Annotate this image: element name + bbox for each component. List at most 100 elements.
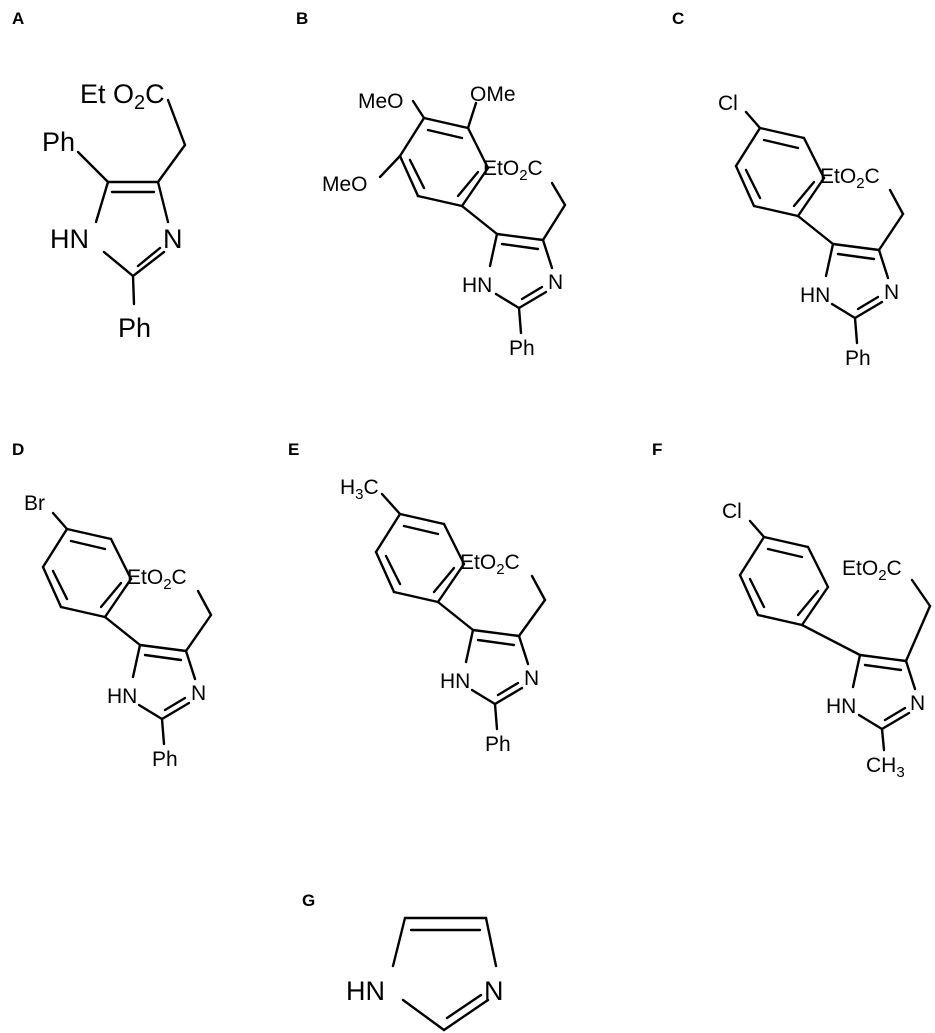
bond-c-c4-ch2 — [877, 212, 905, 252]
phenyl-label: Ph — [509, 337, 535, 360]
bond-b-ring-double — [456, 170, 480, 198]
bond-d-ring-double — [51, 569, 69, 601]
nh-label: HN — [462, 274, 492, 297]
panel-e: E H3C EtO2C HN N Ph — [288, 440, 547, 756]
bond-c-ring — [796, 176, 826, 218]
bond-e-aryl — [436, 600, 475, 632]
bond-e-ring — [442, 522, 466, 566]
bond-g-c4n3 — [484, 916, 498, 968]
bond-f-c4c5-double — [863, 663, 903, 672]
bond-a-c2-ph — [131, 274, 136, 306]
bond-c-ring-double — [744, 168, 762, 200]
bond-f-n1c2 — [857, 713, 884, 731]
nh-label: HN — [800, 284, 830, 307]
bond-d-c4c5-double — [143, 653, 183, 662]
bond-a-c4-ch2 — [156, 143, 187, 184]
ester-label: Et O2C — [80, 79, 165, 114]
bond-e-c2n3-double — [496, 681, 520, 697]
bond-b-c4-ch2 — [541, 203, 567, 242]
methoxy-label: OMe — [470, 83, 516, 106]
bond-e-c4c5-double — [476, 638, 516, 647]
bond-a-c5n1 — [94, 180, 110, 224]
bond-b-ch2-ester — [550, 181, 567, 207]
bond-e-c5n1 — [464, 628, 475, 664]
bond-d-c2-ph — [160, 717, 166, 746]
n-label: N — [163, 224, 183, 254]
bond-d-c2n3-double — [163, 696, 187, 712]
panel-label-g: G — [302, 891, 315, 910]
bond-b-ring — [398, 116, 426, 158]
ester-label: EtO2C — [460, 551, 520, 578]
nh-label: HN — [50, 224, 89, 254]
methyl-label: H3C — [340, 476, 379, 503]
bond-f-c2n3-double — [883, 706, 907, 722]
panel-a: A Et O2C Ph HN N Ph — [12, 9, 187, 343]
bond-b-ring — [466, 126, 490, 170]
bond-d-c5n1 — [131, 643, 142, 679]
bond-c-c2n3-double — [856, 295, 880, 311]
bond-e-c4c5 — [471, 628, 521, 638]
bond-g-c2n3 — [442, 998, 490, 1032]
bond-f-c4c5 — [858, 653, 908, 663]
bond-c-c4c5 — [831, 242, 881, 252]
bond-d-c4n3 — [184, 649, 197, 681]
bond-c-c4c5-double — [836, 252, 876, 261]
panel-label-e: E — [288, 440, 299, 459]
bond-e-ring — [398, 512, 446, 526]
bond-c-n1c2 — [830, 302, 857, 320]
bond-d-ring — [41, 565, 63, 609]
phenyl-label: Ph — [845, 347, 871, 370]
bond-d-ring — [41, 527, 69, 569]
bond-b-ring — [422, 116, 470, 130]
bond-b-aryl — [460, 204, 499, 236]
bond-f-ring — [806, 545, 830, 589]
bond-f-ring-double — [748, 577, 766, 609]
bond-c-ring — [734, 164, 756, 208]
bond-b-n1c2 — [494, 292, 521, 310]
panel-label-b: B — [296, 9, 308, 28]
phenyl-label: Ph — [485, 733, 511, 756]
bond-d-n1c2 — [137, 703, 164, 721]
bond-c-c5n1 — [824, 242, 835, 278]
bond-b-c2-ph — [517, 306, 523, 335]
bond-c-c2n3 — [853, 300, 884, 320]
bond-d-c4-ch2 — [184, 613, 213, 653]
n-label: N — [484, 976, 504, 1006]
bond-d-c4c5 — [138, 643, 188, 653]
bond-e-ring — [392, 590, 440, 604]
bond-a-c4n3 — [156, 180, 170, 224]
nh-label: HN — [440, 670, 470, 693]
ester-label: EtO2C — [820, 165, 880, 192]
bond-d-br — [51, 511, 69, 531]
bond-d-c2n3 — [160, 701, 191, 721]
bond-b-ring — [398, 154, 420, 198]
bond-b-c4c5 — [495, 232, 545, 242]
bond-b-ome — [378, 154, 402, 179]
bond-c-c2-ph — [853, 316, 859, 345]
bond-e-ring-double — [384, 554, 402, 586]
bond-g-n1c2 — [401, 998, 446, 1032]
bond-a-c2n3 — [131, 250, 166, 278]
bond-e-ring — [374, 550, 396, 594]
bond-f-ring — [738, 573, 760, 617]
bond-b-ring-double — [408, 158, 426, 190]
bond-f-ring — [800, 585, 830, 627]
nh-label: HN — [826, 695, 856, 718]
bond-f-c2-ch3 — [880, 727, 886, 752]
bond-f-c2n3 — [880, 711, 911, 731]
bond-g-c2n3-double — [445, 993, 483, 1020]
bond-e-c4-ch2 — [517, 598, 547, 638]
bond-d-aryl — [103, 615, 142, 647]
phenyl-label: Ph — [42, 127, 75, 157]
bond-c-aryl — [796, 214, 835, 246]
bond-d-ring — [65, 527, 113, 541]
n-label: N — [191, 682, 206, 705]
bond-d-ring — [59, 605, 107, 619]
n-label: N — [548, 271, 563, 294]
bond-a-ch2-ester — [166, 98, 187, 147]
phenyl-label: Ph — [118, 313, 151, 343]
bond-e-ch2-ester — [530, 574, 547, 602]
bond-c-ring — [752, 204, 800, 218]
bond-c-ch2-ester — [888, 188, 905, 216]
bond-f-ring-double — [796, 589, 820, 617]
